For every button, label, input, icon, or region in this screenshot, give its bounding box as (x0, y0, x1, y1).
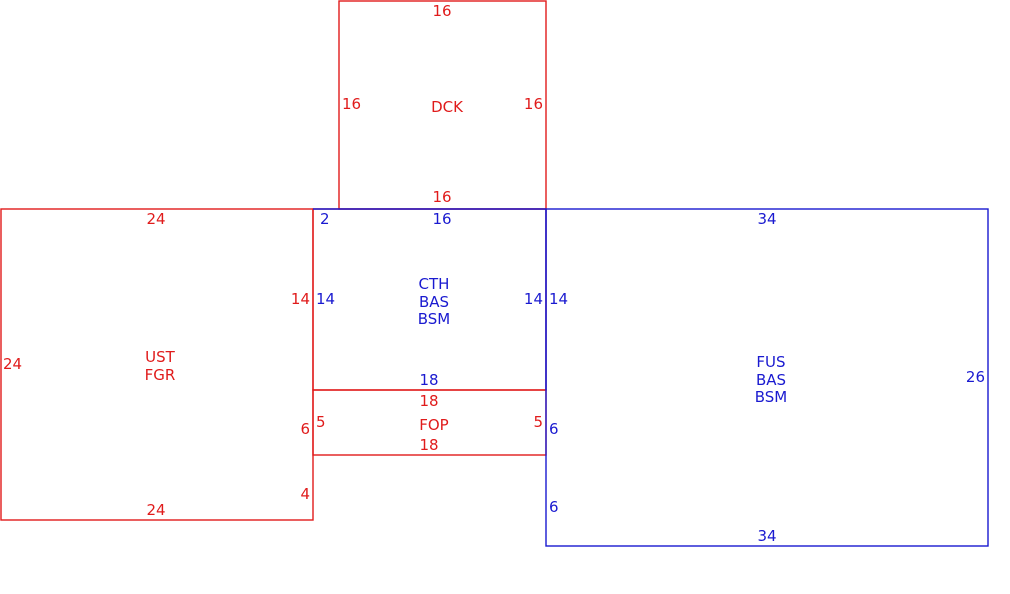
room-fop-dim-top: 18 (419, 392, 438, 410)
room-dck: 16 16 DCK 16 16 (342, 2, 543, 206)
room-fop-dim-left: 5 (316, 413, 326, 431)
room-cth-code-1: CTH (419, 275, 450, 293)
room-cth-dim-right: 14 (524, 290, 543, 308)
room-fop-dim-right: 5 (533, 413, 543, 431)
room-ust-dim-left: 24 (3, 355, 22, 373)
room-cth-dim-bottom: 18 (419, 371, 438, 389)
room-cth-dim-top: 16 (432, 210, 451, 228)
room-ust-dim-bottom: 24 (146, 501, 165, 519)
room-cth-dim-left: 14 (316, 290, 335, 308)
room-fus: 34 14 FUS BAS BSM 26 6 6 34 (549, 210, 985, 545)
room-fus-code-3: BSM (755, 388, 788, 406)
room-dck-dim-bottom: 16 (432, 188, 451, 206)
room-fop-dim-bottom: 18 (419, 436, 438, 454)
room-cth: 2 16 14 CTH BAS BSM 14 18 (316, 210, 543, 389)
room-dck-dim-left: 16 (342, 95, 361, 113)
room-fop-code: FOP (419, 416, 448, 434)
room-fus-dim-right: 26 (966, 368, 985, 386)
room-ust-code-1: UST (145, 348, 176, 366)
room-dck-dim-right: 16 (524, 95, 543, 113)
room-cth-code-3: BSM (418, 310, 451, 328)
room-ust-dim-top: 24 (146, 210, 165, 228)
room-fus-dim-left-middle: 6 (549, 420, 559, 438)
room-fus-dim-left-lower: 6 (549, 498, 559, 516)
room-dck-dim-top: 16 (432, 2, 451, 20)
room-fus-code-1: FUS (756, 353, 785, 371)
room-ust-dim-right-middle: 6 (300, 420, 310, 438)
room-fus-code-2: BAS (756, 371, 786, 389)
room-ust-dim-right-upper: 14 (291, 290, 310, 308)
room-fus-dim-left-upper: 14 (549, 290, 568, 308)
room-fus-dim-top: 34 (757, 210, 776, 228)
room-fus-dim-bottom: 34 (757, 527, 776, 545)
room-cth-code-2: BAS (419, 293, 449, 311)
room-ust: 24 24 UST FGR 14 6 4 24 (3, 210, 310, 519)
room-ust-dim-right-lower: 4 (300, 485, 310, 503)
room-ust-code-2: FGR (145, 366, 176, 384)
room-fop: 18 5 FOP 5 18 (316, 392, 543, 454)
room-dck-code: DCK (431, 98, 464, 116)
room-cth-dim-corner: 2 (320, 210, 330, 228)
